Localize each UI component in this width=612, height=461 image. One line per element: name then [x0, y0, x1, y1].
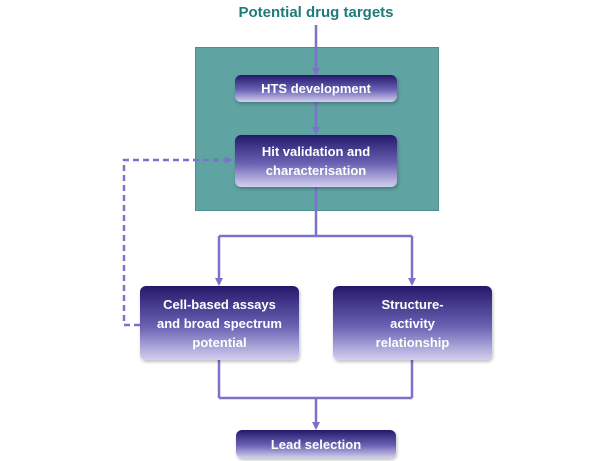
node-structure-activity: Structure- activity relationship — [333, 286, 492, 360]
node-cell-label-line2: and broad spectrum — [157, 315, 282, 331]
node-sar-label-line2: activity — [390, 315, 435, 331]
node-lead-label: Lead selection — [270, 436, 362, 452]
node-hit-label-line2: characterisation — [265, 163, 367, 178]
edge-feedback-dashed — [122, 156, 233, 327]
node-cell-label-line1: Cell-based assays — [163, 296, 276, 312]
node-lead-selection: Lead selection — [236, 430, 396, 458]
node-cell-based-assays: Cell-based assays and broad spectrum pot… — [140, 286, 299, 360]
node-sar-label-line3: relationship — [375, 334, 450, 350]
node-cell-label-line3: potential — [192, 334, 247, 350]
node-hit-validation: Hit validation and characterisation — [235, 135, 397, 187]
diagram-title: Potential drug targets — [238, 4, 394, 21]
node-hit-label-line1: Hit validation and — [261, 144, 371, 159]
node-hts-label: HTS development — [261, 81, 371, 96]
node-sar-label-line1: Structure- — [381, 296, 444, 312]
node-hts-development: HTS development — [235, 75, 397, 102]
